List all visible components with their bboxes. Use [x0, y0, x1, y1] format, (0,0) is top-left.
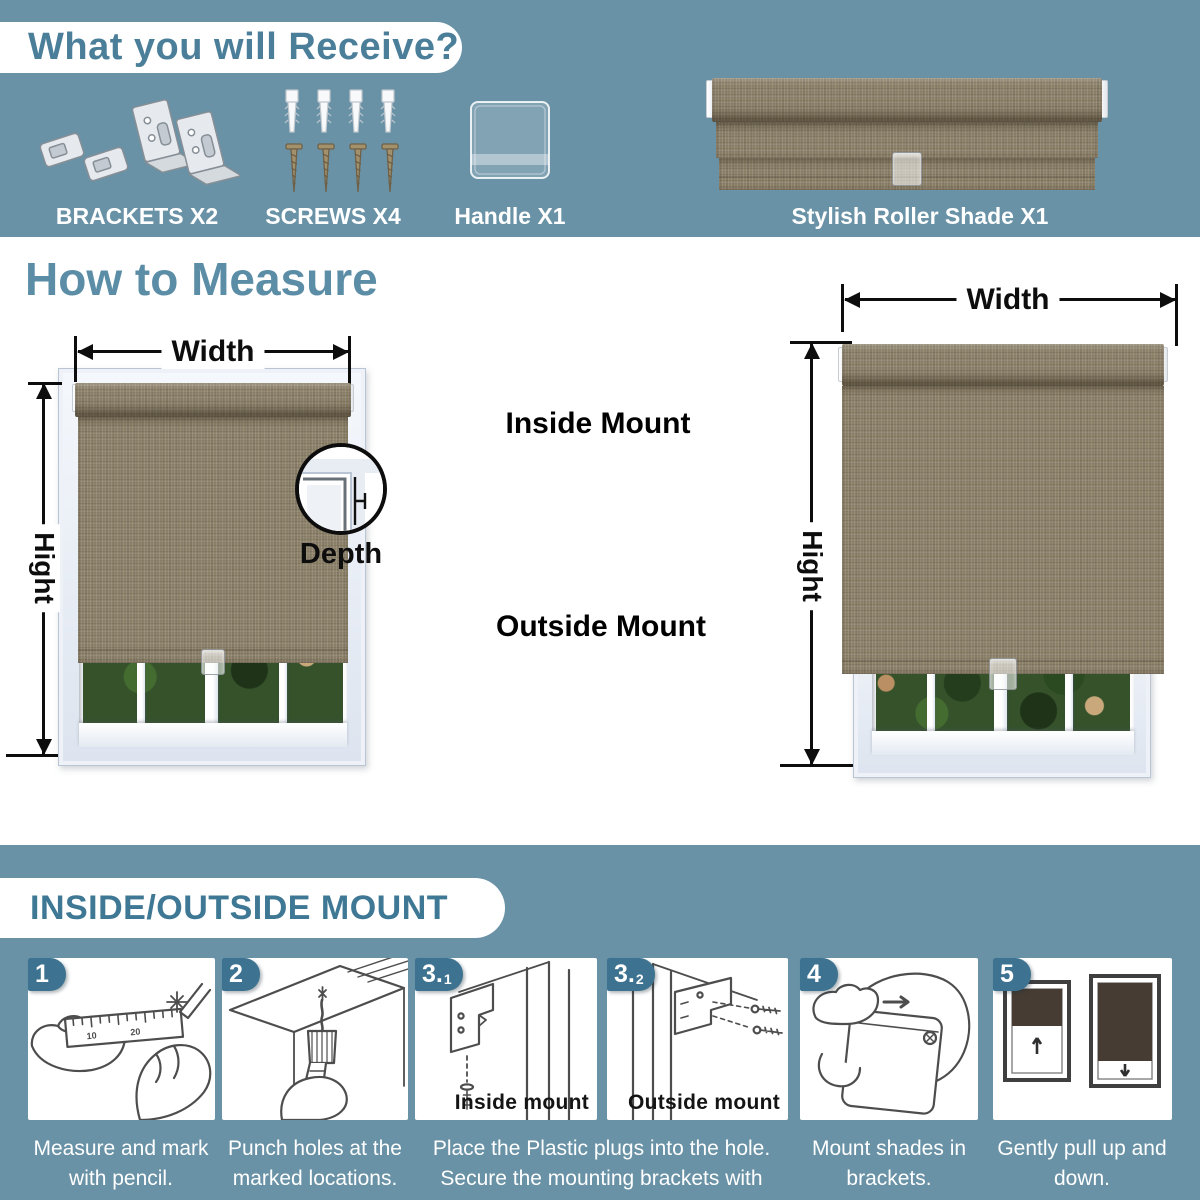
mount-title: INSIDE/OUTSIDE MOUNT: [30, 888, 449, 927]
shade-body: [78, 417, 348, 663]
caption-line: Punch holes at the: [228, 1137, 402, 1160]
badge-number: 3.: [422, 960, 443, 988]
shade-roll: [75, 383, 351, 417]
badge-number: 3.: [614, 960, 635, 988]
width-tick-right: [348, 336, 351, 388]
height-tick-top: [790, 341, 852, 344]
outside-mount-label: Outside Mount: [496, 610, 706, 643]
caption-line: marked locations.: [232, 1166, 398, 1190]
caption-line: with pencil.: [69, 1166, 173, 1190]
window-sash: [872, 731, 1134, 755]
outside-mount-step-label: Outside mount: [627, 1091, 780, 1114]
width-label: Width: [956, 283, 1060, 317]
inside-mount-label: Inside Mount: [505, 407, 691, 440]
pull-shade-icon: [1003, 974, 1161, 1088]
shade-body: [842, 386, 1164, 674]
roller-shade-icon: [706, 78, 1108, 190]
shade-roll: [842, 344, 1164, 386]
step-3-caption: Place the Plastic plugs into the hole. S…: [415, 1134, 788, 1200]
svg-text:10: 10: [86, 1030, 97, 1041]
height-label: Hight: [796, 522, 828, 610]
svg-text:20: 20: [130, 1027, 141, 1038]
shade-roll: [712, 78, 1102, 122]
receive-title-banner: What you will Receive?: [0, 22, 462, 73]
inside-bracket-icon: [449, 960, 571, 1120]
caption-line: Gently pull up and: [997, 1137, 1167, 1160]
step-4-card: 4: [800, 958, 978, 1120]
step-3-2-card: 3.2 Outside mount: [607, 958, 788, 1120]
inside-mount-window: [58, 368, 366, 766]
shade-fold: [716, 122, 1098, 158]
step-3-1-card: 3.1 Inside mount: [415, 958, 597, 1120]
badge-number: 4: [807, 960, 821, 988]
depth-label: Depth: [299, 538, 383, 570]
step-1-card: 10 20 1: [28, 958, 215, 1120]
receive-title: What you will Receive?: [28, 26, 460, 68]
step-5-caption: Gently pull up and down.: [997, 1134, 1166, 1194]
step-4-badge: 4: [800, 958, 838, 991]
badge-number: 1: [35, 960, 49, 988]
caption-line: Place the Plastic plugs into the hole.: [432, 1137, 771, 1160]
mount-shade-icon: [812, 972, 971, 1115]
caption-line: Secure the mounting brackets with screws…: [440, 1166, 763, 1200]
width-tick-left: [74, 336, 77, 382]
step-3-2-badge: 3.2: [607, 958, 655, 991]
width-tick-left: [841, 284, 844, 332]
width-tick-right: [1175, 284, 1178, 346]
step-5-badge: 5: [993, 958, 1031, 991]
measure-hands-icon: 10 20: [30, 982, 212, 1120]
height-tick-bottom: [6, 754, 58, 757]
badge-sub: 1: [443, 971, 452, 987]
outside-bracket-icon: [631, 962, 783, 1120]
depth-corner-art: [299, 447, 383, 531]
shade-pull-tab: [892, 152, 922, 186]
step-2-badge: 2: [222, 958, 260, 991]
mount-title-banner: INSIDE/OUTSIDE MOUNT: [0, 878, 505, 938]
height-tick-bottom: [780, 764, 853, 767]
caption-line: Mount shades in: [811, 1137, 967, 1160]
depth-magnifier: [295, 443, 387, 535]
inside-mount-shade: [72, 383, 354, 675]
screws-label: SCREWS X4: [265, 203, 401, 229]
badge-number: 5: [1000, 960, 1014, 988]
measure-title: How to Measure: [25, 253, 378, 305]
roller-shade-label: Stylish Roller Shade X1: [791, 203, 1049, 229]
step-2-caption: Punch holes at the marked locations.: [228, 1134, 402, 1194]
step-1-badge: 1: [28, 958, 66, 991]
step-4-caption: Mount shades in brackets.: [812, 1134, 966, 1194]
screws-icon: [284, 89, 399, 193]
brackets-label: BRACKETS X2: [55, 203, 219, 229]
badge-sub: 2: [635, 971, 644, 987]
handle-label: Handle X1: [454, 203, 566, 229]
height-label: Hight: [28, 524, 60, 612]
drill-icon: [228, 958, 408, 1120]
inside-mount-step-label: Inside mount: [454, 1091, 589, 1114]
badge-number: 2: [229, 960, 243, 988]
step-5-card: 5: [993, 958, 1172, 1120]
width-label: Width: [161, 335, 265, 369]
caption-line: down.: [1053, 1166, 1111, 1190]
caption-line: brackets.: [846, 1166, 932, 1190]
brackets-icon: [39, 99, 240, 186]
step-1-caption: Measure and mark with pencil.: [33, 1134, 208, 1194]
step-3-1-badge: 3.1: [415, 958, 463, 991]
step-2-card: 2: [222, 958, 408, 1120]
window-sash: [79, 723, 347, 747]
shade-pull-tab: [201, 649, 225, 675]
outside-mount-shade: [838, 344, 1168, 690]
shade-pull-tab: [989, 658, 1017, 690]
caption-line: Measure and mark: [33, 1137, 209, 1160]
handle-icon: [470, 101, 550, 179]
